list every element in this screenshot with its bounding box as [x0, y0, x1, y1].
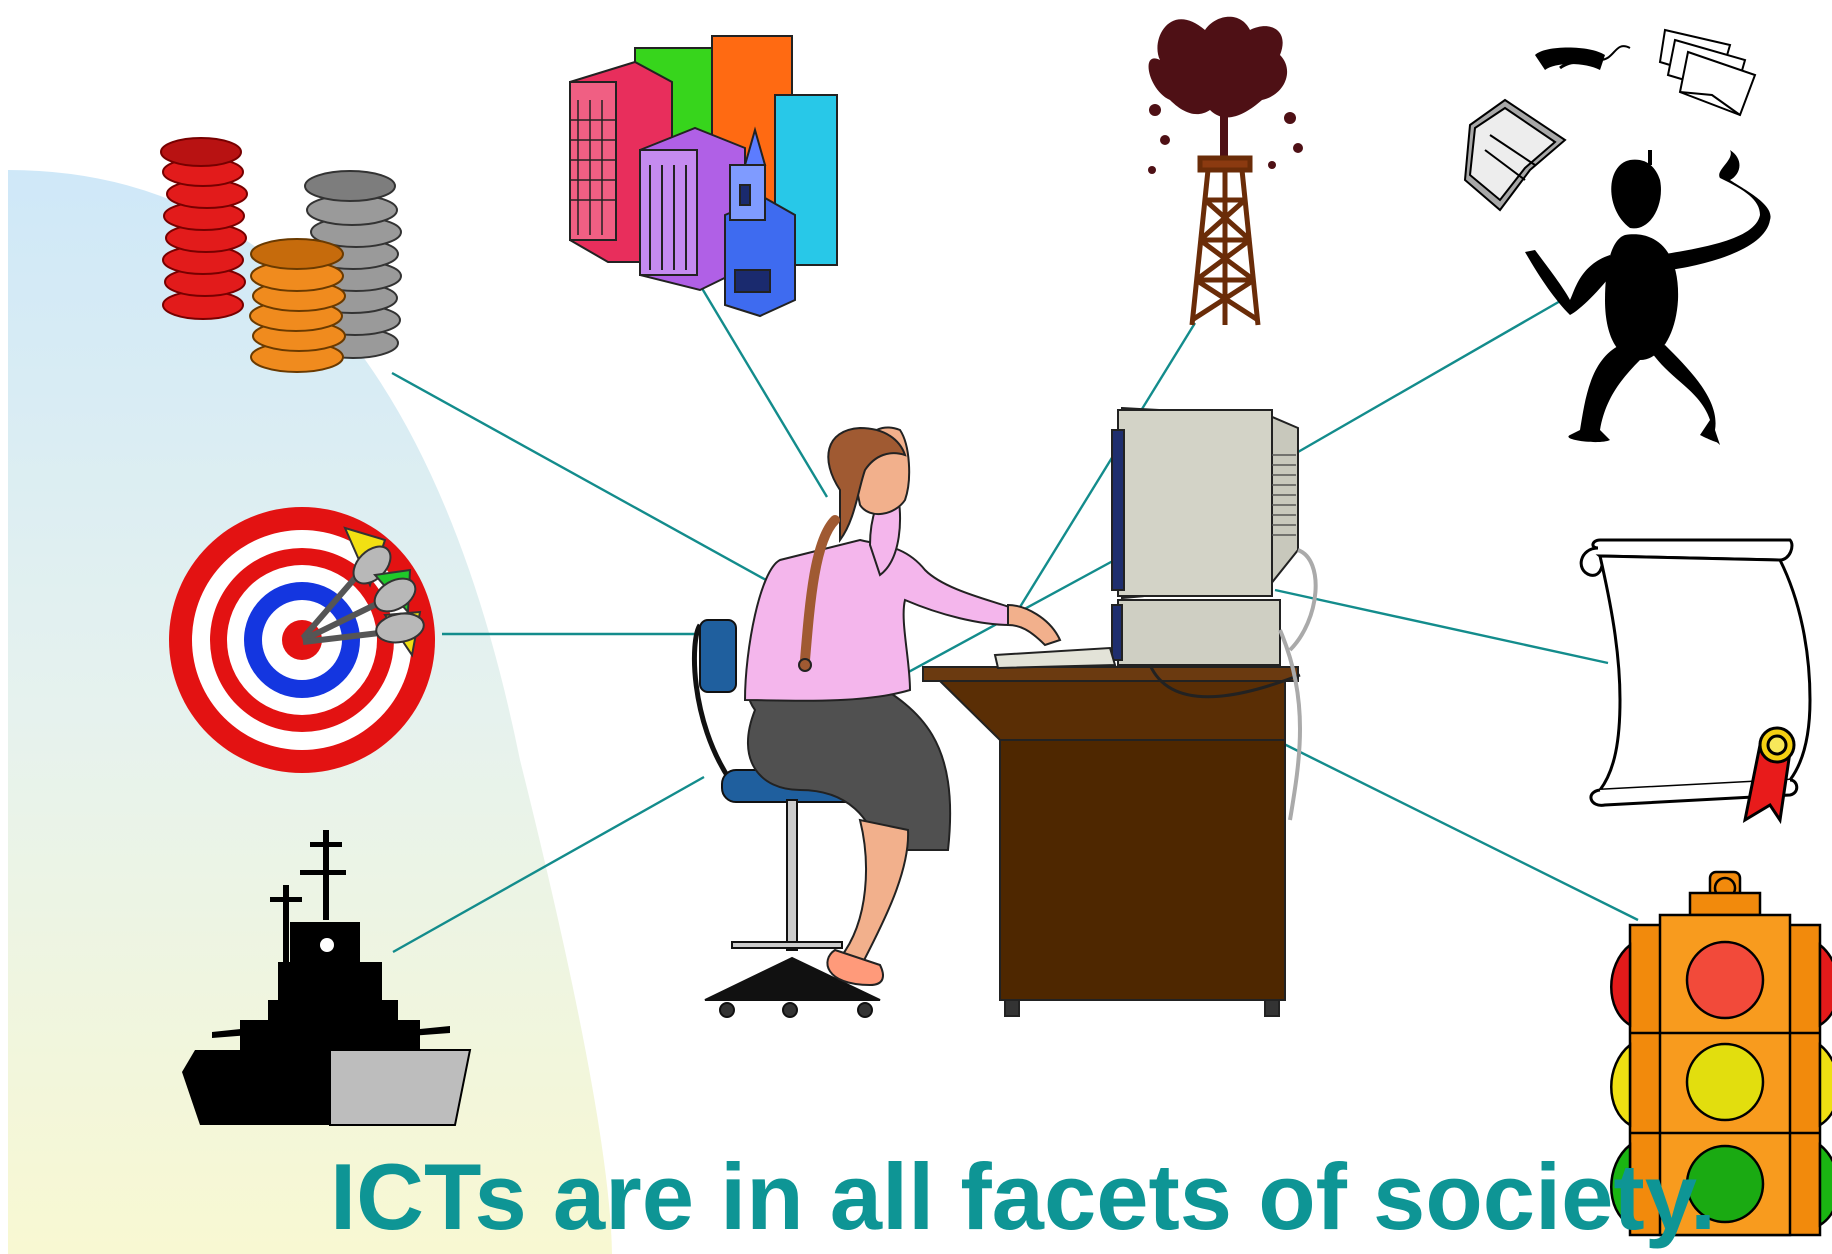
- slide-caption: ICTs are in all facets of society.: [330, 1144, 1717, 1249]
- connector-coins: [391, 371, 776, 587]
- connector-juggler: [1297, 298, 1563, 454]
- juggler-communication-icon: [1463, 28, 1771, 445]
- oil-derrick-icon: [1148, 16, 1303, 326]
- battleship-icon: [182, 830, 472, 1126]
- city-buildings-icon: [569, 35, 838, 318]
- traffic-light-icon: [1610, 870, 1832, 1237]
- connector-oil: [1018, 322, 1197, 608]
- connector-ship: [392, 775, 705, 954]
- connector-buildings: [698, 284, 829, 498]
- target-darts-icon: [169, 507, 435, 773]
- woman-at-computer-icon: [691, 406, 1318, 1018]
- coins-icon: [160, 137, 402, 373]
- connector-diploma: [1274, 588, 1609, 665]
- diploma-scroll-icon: [1579, 538, 1812, 825]
- connector-traffic: [1281, 741, 1639, 922]
